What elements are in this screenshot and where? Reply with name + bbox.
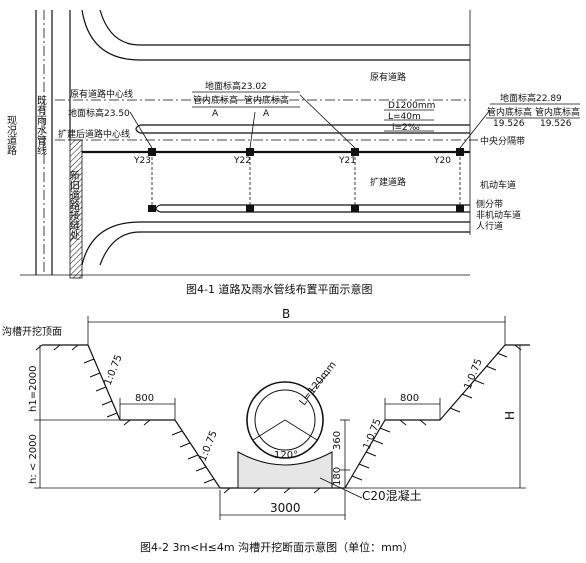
dim-360: 360 — [332, 431, 343, 450]
slope-ratio-right-upper: 1:0.75 — [463, 357, 485, 391]
side-strip-end — [155, 204, 161, 213]
fig1-caption: 图4-1 道路及雨水管线布置平面示意图 — [186, 282, 372, 296]
motor-lane-label: 机动车道 — [480, 179, 516, 191]
ground-elev-2: 地面标高23.50 — [68, 107, 130, 119]
dim-H: H — [503, 411, 517, 420]
existing-storm-pipe-label: 既有雨水管线 — [35, 95, 47, 155]
sidewalk-label: 人行道 — [476, 220, 503, 232]
pipe-slope: i=2‰ — [392, 123, 420, 133]
right-slope-upper — [439, 344, 506, 421]
plan-view: 现况道路 既有雨水管线 新旧道路接缝处 原有道路中心线 原有道路 扩建后道路中心… — [5, 9, 580, 296]
bedding-angle: 120° — [274, 450, 298, 461]
concrete-bedding — [237, 451, 333, 489]
dim-h2: h: < 2000 — [28, 434, 39, 484]
manholes — [148, 148, 464, 212]
well-y23: Y23 — [133, 156, 151, 166]
bottom-curb-1 — [81, 221, 470, 266]
original-road-label: 原有道路 — [370, 71, 406, 83]
manhole-y21 — [351, 148, 359, 156]
invert-a-2: A — [263, 109, 270, 119]
widened-centerline-label: 扩建后道路中心线 — [58, 128, 130, 140]
top-curb-2 — [99, 9, 470, 46]
invert-a-1: A — [212, 109, 219, 119]
left-slope-upper — [87, 344, 121, 421]
side-strip-label: 侧分带 — [476, 198, 503, 210]
dim-bottom-width: 3000 — [270, 501, 301, 515]
median-label: 中央分隔带 — [480, 135, 525, 147]
dim-180: 180 — [332, 467, 343, 486]
slope-ratio-left-upper: 1:0.75 — [103, 353, 125, 387]
trench-top-label: 沟槽开挖顶面 — [2, 325, 62, 338]
invert-label-2: 管内底标高 — [244, 94, 289, 106]
original-centerline-label: 原有道路中心线 — [70, 88, 133, 100]
right-berm-width: 800 — [400, 393, 419, 404]
invert-label-3: 管内底标高 — [487, 106, 532, 118]
widened-road-label: 扩建道路 — [370, 176, 406, 188]
pipe-diameter: D1200mm — [388, 101, 435, 111]
median-end — [135, 124, 141, 134]
invert-value-2: 19.526 — [540, 119, 572, 129]
invert-label-1: 管内底标高 — [193, 94, 238, 106]
slope-ratio-right-lower: 1:0.75 — [362, 417, 384, 451]
existing-road-label: 现况道路 — [5, 115, 17, 156]
ground-elev-3: 地面标高22.89 — [500, 92, 562, 104]
manhole-y23 — [148, 148, 156, 156]
trench-section: B 沟槽开挖顶面 — [2, 307, 530, 554]
manhole-y20 — [456, 148, 464, 156]
top-curb-1 — [81, 9, 470, 61]
manhole-y22 — [246, 148, 254, 156]
well-y22: Y22 — [233, 156, 251, 166]
well-y20: Y20 — [433, 156, 451, 166]
fig2-caption: 图4-2 3m<H≤4m 沟槽开挖断面示意图（单位：mm） — [140, 540, 414, 554]
concrete-label: C20混凝土 — [362, 488, 422, 503]
pipe-length: L=40m — [388, 112, 421, 122]
joint-label: 新旧道路接缝处 — [68, 169, 80, 241]
dim-B: B — [282, 307, 290, 321]
bottom-curb-2 — [99, 231, 470, 266]
invert-value-1: 19.526 — [493, 119, 525, 129]
dim-h1: h1=2000 — [28, 365, 39, 412]
ground-elev-1: 地面标高23.02 — [205, 80, 267, 92]
nonmotor-lane-label: 非机动车道 — [476, 209, 521, 221]
right-slope-lower — [344, 419, 386, 489]
left-berm-width: 800 — [135, 393, 154, 404]
well-y21: Y21 — [338, 156, 356, 166]
invert-label-4: 管内底标高 — [535, 106, 580, 118]
slope-ratio-left-lower: 1:0.75 — [198, 429, 220, 463]
left-slope-lower — [174, 419, 221, 489]
